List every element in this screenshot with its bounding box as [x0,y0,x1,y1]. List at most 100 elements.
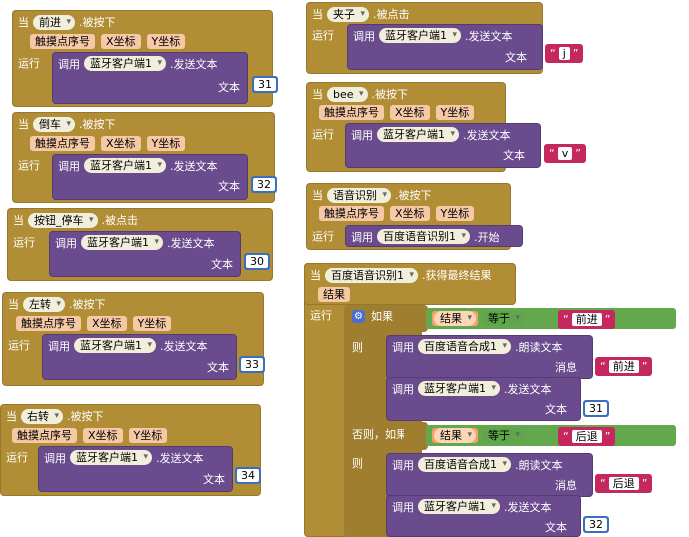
call-send-text-block[interactable]: 调用 蓝牙客户端1 .发送文本 文本 [49,231,241,277]
component-selector[interactable]: 蓝牙客户端1 [377,127,459,142]
component-selector[interactable]: 蓝牙客户端1 [418,499,500,514]
event-header-speech-result[interactable]: 当 百度语音识别1 .获得最终结果 结果 [304,263,516,305]
param-x[interactable]: X坐标 [83,428,123,443]
param-touch-index[interactable]: 触摸点序号 [16,316,81,331]
text-block[interactable]: “v” [544,144,586,163]
number-block[interactable]: 32 [583,516,609,533]
number-block[interactable]: 31 [583,400,609,417]
call-send-text-block[interactable]: 调用 蓝牙客户端1 .发送文本 文本 [42,334,237,380]
button-selector-bee[interactable]: bee [327,86,368,102]
param-y[interactable]: Y坐标 [146,34,186,49]
param-y[interactable]: Y坐标 [435,206,475,221]
event-block-voice[interactable]: 当 语音识别 .被按下 触摸点序号 X坐标 Y坐标 运行 调用 百度语音识别1 … [306,183,523,250]
call-send-text-block[interactable]: 调用 蓝牙客户端1 .发送文本 文本 [345,123,541,168]
method-label: .发送文本 [465,29,513,43]
gear-icon[interactable]: ⚙ [352,309,365,323]
number-block[interactable]: 34 [235,467,261,484]
text-block[interactable]: “前进” [558,310,616,329]
compare-block-1[interactable]: 结果 等于 [426,308,676,329]
number-block[interactable]: 31 [252,76,278,93]
event-block-stop[interactable]: 当 按钮_停车 .被点击 运行 调用 蓝牙客户端1 .发送文本 文本 30 [7,208,273,281]
event-block-right[interactable]: 当 右转 .被按下 触摸点序号 X坐标 Y坐标 运行 调用 蓝牙客户端1 .发送… [0,404,261,496]
equals-selector[interactable]: 等于 [482,311,524,326]
param-touch-index[interactable]: 触摸点序号 [12,428,77,443]
param-x[interactable]: X坐标 [101,34,141,49]
component-selector[interactable]: 蓝牙客户端1 [84,56,166,71]
get-result-var[interactable]: 结果 [432,311,478,326]
button-selector-backward[interactable]: 倒车 [33,116,75,132]
event-block-left[interactable]: 当 左转 .被按下 触摸点序号 X坐标 Y坐标 运行 调用 蓝牙客户端1 .发送… [2,292,265,386]
component-selector[interactable]: 蓝牙客户端1 [74,338,156,353]
text-block[interactable]: “后退” [595,474,653,493]
param-x[interactable]: X坐标 [87,316,127,331]
component-selector[interactable]: 百度语音识别1 [377,229,470,244]
event-label: .被按下 [79,118,116,131]
text-block[interactable]: “前进” [595,357,653,376]
run-label: 运行 [6,451,28,464]
component-selector[interactable]: 蓝牙客户端1 [84,158,166,173]
param-result[interactable]: 结果 [318,287,350,302]
event-label: .被点击 [373,8,410,21]
when-label: 当 [312,189,323,202]
button-selector-forward[interactable]: 前进 [33,14,75,30]
call-speak-block[interactable]: 调用 百度语音合成1 .朗读文本 消息 [386,335,593,379]
text-block[interactable]: “j” [545,44,584,63]
component-selector[interactable]: 百度语音合成1 [418,339,511,354]
event-label: .被按下 [67,410,104,423]
param-y[interactable]: Y坐标 [435,105,475,120]
button-selector-voice[interactable]: 语音识别 [327,187,391,203]
call-send-text-block[interactable]: 调用 蓝牙客户端1 .发送文本 文本 [38,446,233,492]
get-result-var[interactable]: 结果 [432,428,478,443]
button-selector-right[interactable]: 右转 [21,408,63,424]
event-block-backward[interactable]: 当 倒车 .被按下 触摸点序号 X坐标 Y坐标 运行 调用 蓝牙客户端1 .发送… [12,112,277,203]
method-label: .发送文本 [170,57,218,71]
method-label: .发送文本 [167,236,215,250]
event-label: .被按下 [79,16,116,29]
param-x[interactable]: X坐标 [101,136,141,151]
component-selector[interactable]: 百度语音合成1 [418,457,511,472]
call-send-text-block[interactable]: 调用 蓝牙客户端1 .发送文本 文本 [52,52,248,104]
component-selector[interactable]: 蓝牙客户端1 [81,235,163,250]
event-block-clamp[interactable]: 当 夹子 .被点击 运行 调用 蓝牙客户端1 .发送文本 文本 [306,2,543,74]
call-send-text-block[interactable]: 调用 蓝牙客户端1 .发送文本 文本 [386,495,581,537]
call-send-text-block[interactable]: 调用 蓝牙客户端1 .发送文本 文本 [52,154,248,200]
call-send-text-block[interactable]: 调用 蓝牙客户端1 .发送文本 文本 [386,377,581,421]
component-selector[interactable]: 蓝牙客户端1 [418,381,500,396]
param-touch-index[interactable]: 触摸点序号 [30,136,95,151]
message-arg-label: 消息 [555,361,577,374]
component-selector-speech[interactable]: 百度语音识别1 [325,267,418,283]
param-y[interactable]: Y坐标 [128,428,168,443]
method-label: .发送文本 [504,382,552,396]
call-send-text-block[interactable]: 调用 蓝牙客户端1 .发送文本 文本 [347,24,543,70]
button-selector-clamp[interactable]: 夹子 [327,6,369,22]
method-label: .发送文本 [160,339,208,353]
compare-block-2[interactable]: 结果 等于 [426,425,676,446]
component-selector[interactable]: 蓝牙客户端1 [70,450,152,465]
param-x[interactable]: X坐标 [390,105,430,120]
component-selector[interactable]: 蓝牙客户端1 [379,28,461,43]
method-label: .发送文本 [170,159,218,173]
number-block[interactable]: 32 [251,176,277,193]
call-speak-block[interactable]: 调用 百度语音合成1 .朗读文本 消息 [386,453,593,497]
param-y[interactable]: Y坐标 [146,136,186,151]
call-label: 调用 [392,382,414,396]
number-block[interactable]: 30 [244,253,270,270]
text-arg-label: 文本 [545,403,567,416]
equals-selector[interactable]: 等于 [482,428,524,443]
text-block[interactable]: “后退” [558,427,616,446]
event-label: .被按下 [395,189,432,202]
param-touch-index[interactable]: 触摸点序号 [319,105,384,120]
event-block-forward[interactable]: 当 前进 .被按下 触摸点序号 X坐标 Y坐标 运行 调用 蓝牙客户端1 .发送… [12,10,278,107]
param-x[interactable]: X坐标 [390,206,430,221]
text-arg-label: 文本 [505,51,527,64]
when-label: 当 [310,269,321,282]
number-block[interactable]: 33 [239,356,265,373]
call-start-block[interactable]: 调用 百度语音识别1 .开始 [345,225,523,247]
method-label: .开始 [474,230,500,244]
button-selector-stop[interactable]: 按钮_停车 [28,212,98,228]
param-y[interactable]: Y坐标 [132,316,172,331]
button-selector-left[interactable]: 左转 [23,296,65,312]
run-label: 运行 [8,339,30,352]
param-touch-index[interactable]: 触摸点序号 [319,206,384,221]
param-touch-index[interactable]: 触摸点序号 [30,34,95,49]
